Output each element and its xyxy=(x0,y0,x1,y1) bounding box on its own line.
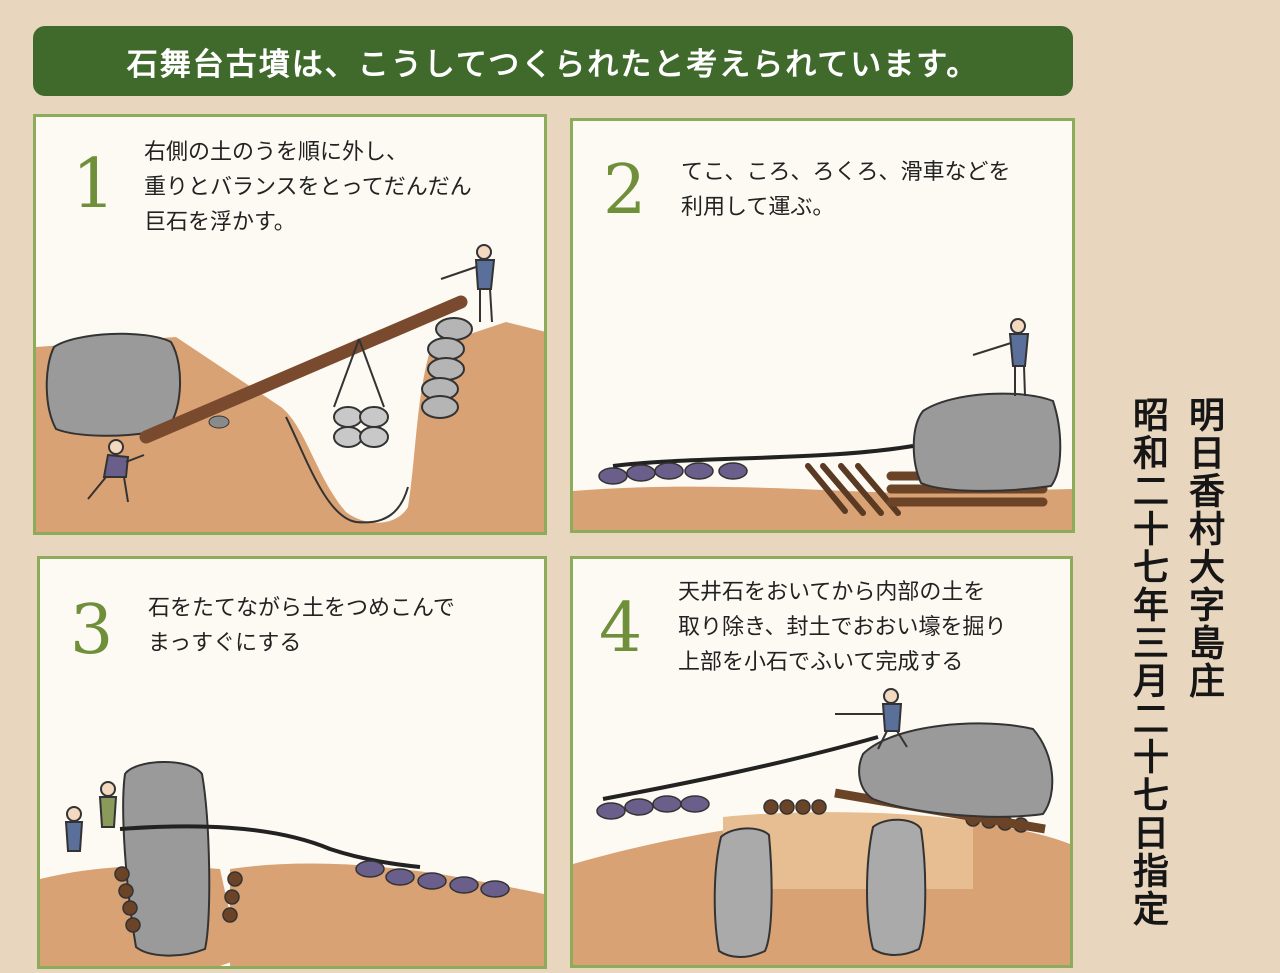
step-1-panel: 1 右側の土のうを順に外し、 重りとバランスをとってだんだん 巨石を浮かす。 xyxy=(33,114,547,535)
step-1-description: 右側の土のうを順に外し、 重りとバランスをとってだんだん 巨石を浮かす。 xyxy=(144,135,472,240)
step-2-number: 2 xyxy=(603,151,647,230)
step-1-line: 重りとバランスをとってだんだん xyxy=(144,175,472,200)
step-1-illustration xyxy=(36,244,544,532)
designation-date: 昭和二十七年三月二十七日指定 xyxy=(1127,396,1169,928)
step-2-description: てこ、ころ、ろくろ、滑車などを 利用して運ぶ。 xyxy=(681,155,1011,225)
step-4-description: 天井石をおいてから内部の土を 取り除き、封土でおおい壕を掘り 上部を小石でふいて… xyxy=(678,575,1006,680)
step-3-line: まっすぐにする xyxy=(148,631,302,656)
step-4-illustration xyxy=(573,688,1070,965)
step-3-number: 3 xyxy=(70,591,114,670)
designation-place: 明日香村大字島庄 xyxy=(1183,396,1225,700)
step-4-line: 上部を小石でふいて完成する xyxy=(678,650,964,675)
step-4-number: 4 xyxy=(599,589,643,668)
step-4-panel: 4 天井石をおいてから内部の土を 取り除き、封土でおおい壕を掘り 上部を小石でふ… xyxy=(570,556,1073,968)
step-2-line: 利用して運ぶ。 xyxy=(681,195,835,220)
step-2-panel: 2 てこ、ころ、ろくろ、滑車などを 利用して運ぶ。 xyxy=(570,118,1075,533)
step-3-line: 石をたてながら土をつめこんで xyxy=(148,596,455,621)
step-1-number: 1 xyxy=(72,145,116,224)
step-2-illustration xyxy=(573,318,1072,530)
title-text: 石舞台古墳は、こうしてつくられたと考えられています。 xyxy=(126,46,980,83)
step-4-line: 取り除き、封土でおおい壕を掘り xyxy=(678,615,1007,640)
step-4-line: 天井石をおいてから内部の土を xyxy=(678,580,986,605)
step-1-line: 右側の土のうを順に外し、 xyxy=(144,140,409,165)
step-2-line: てこ、ころ、ろくろ、滑車などを xyxy=(681,160,1011,185)
step-3-panel: 3 石をたてながら土をつめこんで まっすぐにする xyxy=(37,556,547,969)
title-banner: 石舞台古墳は、こうしてつくられたと考えられています。 xyxy=(33,26,1073,96)
step-3-description: 石をたてながら土をつめこんで まっすぐにする xyxy=(148,591,455,661)
step-3-illustration xyxy=(40,761,544,966)
step-1-line: 巨石を浮かす。 xyxy=(144,210,296,235)
